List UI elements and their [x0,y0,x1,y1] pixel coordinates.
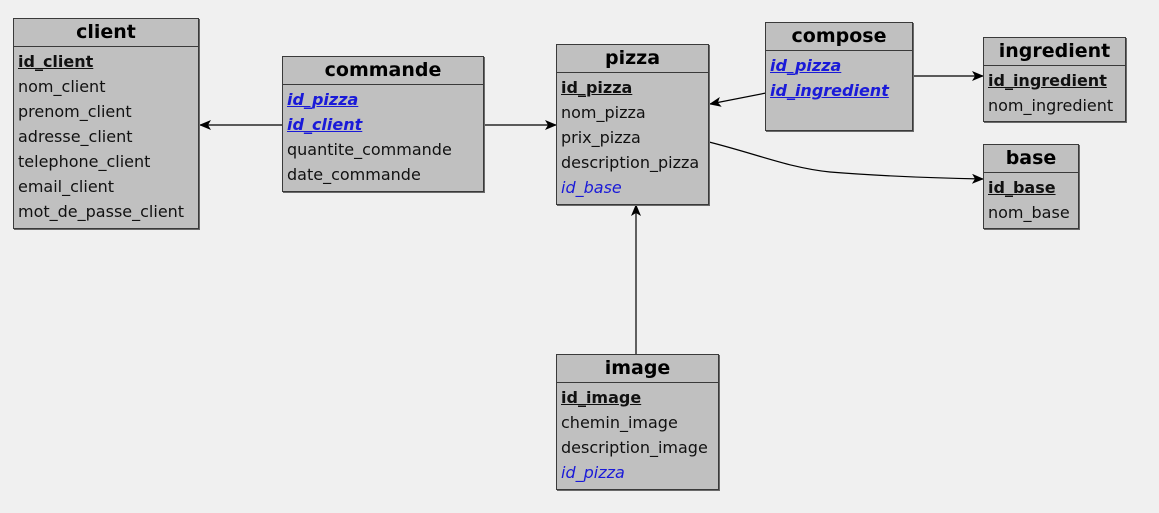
attribute-adresse-client: adresse_client [18,127,133,146]
link-pizza-base [708,141,984,184]
entity-title: commande [283,57,483,85]
attribute-id-pizza: id_pizza [561,78,633,97]
attribute-id-image: id_image [561,388,642,407]
entity-base[interactable]: base id_base nom_base [983,144,1079,229]
entity-title: pizza [557,45,708,73]
attribute-id-base: id_base [988,178,1056,197]
attribute-nom-ingredient: nom_ingredient [988,96,1114,115]
entity-image[interactable]: image id_image chemin_image description_… [556,354,719,490]
attribute-email-client: email_client [18,177,115,196]
entity-compose[interactable]: compose id_pizza id_ingredient [765,22,913,131]
attribute-id-pizza: id_pizza [770,56,842,75]
attribute-description-pizza: description_pizza [561,153,700,172]
attribute-description-image: description_image [561,438,708,457]
link-compose-pizza [709,92,767,107]
attribute-id-pizza: id_pizza [561,463,625,482]
entity-title: client [14,19,198,47]
attribute-id-ingredient: id_ingredient [770,81,889,100]
attribute-mot-de-passe-client: mot_de_passe_client [18,202,185,221]
attribute-id-client: id_client [287,115,363,134]
attribute-nom-client: nom_client [18,77,106,96]
attribute-id-pizza: id_pizza [287,90,359,109]
attribute-prenom-client: prenom_client [18,102,132,121]
attribute-quantite-commande: quantite_commande [287,140,452,159]
attribute-telephone-client: telephone_client [18,152,151,171]
entity-title: image [557,355,718,383]
attribute-id-base: id_base [561,178,622,197]
entity-title: base [984,145,1078,173]
entity-ingredient[interactable]: ingredient id_ingredient nom_ingredient [983,37,1126,122]
attribute-nom-pizza: nom_pizza [561,103,646,122]
attribute-date-commande: date_commande [287,165,421,184]
entity-commande[interactable]: commande id_pizza id_client quantite_com… [282,56,484,192]
entity-title: ingredient [984,38,1125,66]
entity-pizza[interactable]: pizza id_pizza nom_pizza prix_pizza desc… [556,44,709,205]
attribute-chemin-image: chemin_image [561,413,678,432]
entity-title: compose [766,23,912,51]
attribute-prix-pizza: prix_pizza [561,128,641,147]
attribute-id-ingredient: id_ingredient [988,71,1107,90]
attribute-nom-base: nom_base [988,203,1070,222]
entity-client[interactable]: client id_client nom_client prenom_clien… [13,18,199,229]
attribute-id-client: id_client [18,52,94,71]
